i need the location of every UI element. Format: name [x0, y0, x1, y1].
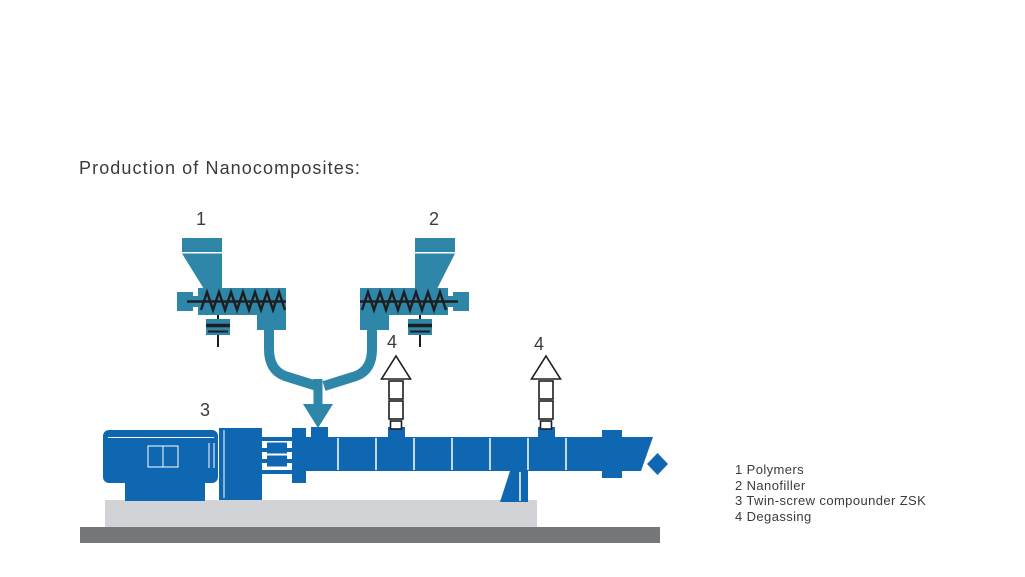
floor: [80, 527, 660, 543]
label-feeder-1: 1: [196, 209, 207, 229]
barrel-flange: [292, 428, 306, 483]
label-compounder: 3: [200, 400, 211, 420]
vent-port-left: [388, 427, 405, 438]
platform: [105, 500, 537, 527]
downspout-1: [257, 312, 286, 330]
barrel-segment-lines: [337, 438, 567, 470]
die-exit-diamond: [647, 453, 668, 475]
hopper-funnel-2: [415, 253, 455, 289]
gearbox: [219, 428, 262, 500]
shaft-coupling: [262, 437, 292, 474]
down-arrow-icon: [303, 404, 333, 428]
feeder-2-icon: [360, 238, 469, 347]
barrel: [306, 437, 610, 471]
agitator-symbol-2: [408, 315, 432, 347]
feed-pipe-left: [264, 312, 319, 391]
screw-zigzag-1: [199, 288, 287, 314]
legend-item-compounder: 3 Twin-screw compounder ZSK: [735, 493, 927, 509]
label-degassing-right: 4: [534, 334, 545, 354]
feeder-1-icon: [177, 238, 287, 347]
barrel-support-leg: [500, 471, 528, 502]
degassing-vent-right-icon: [530, 354, 562, 430]
feeder-motor-2: [453, 292, 469, 311]
feed-y-junction: [264, 312, 377, 428]
machine-base: [80, 500, 660, 543]
agitator-symbol-1: [206, 315, 230, 347]
legend: 1 Polymers 2 Nanofiller 3 Twin-screw com…: [735, 462, 926, 525]
hopper-top-2: [415, 238, 455, 252]
die-nozzle: [622, 437, 653, 471]
legend-item-degassing: 4 Degassing: [735, 509, 812, 525]
hopper-funnel-1: [182, 253, 222, 289]
screw-zigzag-2: [360, 288, 448, 314]
downspout-2: [360, 312, 389, 330]
die-block: [602, 430, 622, 478]
legend-item-polymers: 1 Polymers: [735, 462, 805, 477]
hopper-top-1: [182, 238, 222, 252]
degassing-vent-left-icon: [380, 354, 412, 430]
legend-item-nanofiller: 2 Nanofiller: [735, 477, 806, 493]
label-feeder-2: 2: [429, 209, 440, 229]
twin-screw-extruder-icon: [103, 427, 668, 502]
vent-port-right: [538, 427, 555, 438]
feed-stem: [313, 379, 323, 406]
feeder-motor-1: [177, 292, 193, 311]
label-degassing-left: 4: [387, 332, 398, 352]
feed-port: [311, 427, 328, 438]
drive-motor: [103, 430, 218, 483]
feed-pipe-right: [322, 312, 377, 391]
page-title: Production of Nanocomposites:: [79, 158, 362, 178]
motor-foot: [125, 483, 205, 501]
